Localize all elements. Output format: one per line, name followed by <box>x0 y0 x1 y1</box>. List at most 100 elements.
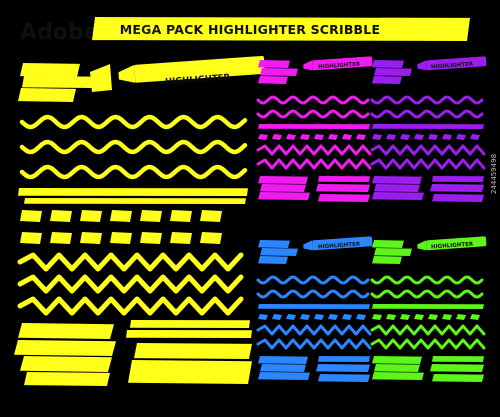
yellow-dash <box>110 210 132 222</box>
purple-block <box>374 184 420 192</box>
purple-straight-stroke <box>432 176 484 182</box>
magenta-dash <box>342 134 352 140</box>
purple-dash <box>470 134 480 140</box>
magenta-block <box>258 76 288 84</box>
yellow-dash <box>200 232 222 244</box>
magenta-block <box>258 192 310 200</box>
yellow-block <box>22 76 94 88</box>
yellow-wave-line <box>19 164 248 180</box>
blue-wave-line <box>256 275 370 285</box>
blue-dash <box>258 314 268 320</box>
yellow-zigzag-line <box>17 252 244 272</box>
yellow-straight-stroke <box>24 198 246 204</box>
yellow-zigzag-line <box>17 274 244 294</box>
blue-block <box>258 356 308 364</box>
green-dash <box>372 314 382 320</box>
yellow-dash <box>140 232 162 244</box>
green-marker-icon <box>417 236 487 251</box>
yellow-block <box>20 63 80 77</box>
magenta-straight-stroke <box>318 176 370 182</box>
green-block <box>372 256 402 264</box>
yellow-dash <box>200 210 222 222</box>
stock-id: 244459498 <box>489 153 498 195</box>
green-block <box>372 240 404 248</box>
blue-block <box>258 240 290 248</box>
purple-wave-line <box>370 95 484 105</box>
yellow-block <box>20 356 112 372</box>
magenta-dash <box>356 134 366 140</box>
green-block <box>432 374 484 382</box>
green-zigzag-line <box>370 324 486 336</box>
blue-dash <box>286 314 296 320</box>
yellow-dash <box>80 232 102 244</box>
yellow-block <box>90 64 112 92</box>
green-straight-stroke <box>432 356 484 362</box>
blue-block <box>260 248 298 256</box>
green-block <box>430 364 484 372</box>
yellow-block <box>24 372 110 386</box>
magenta-dash <box>328 134 338 140</box>
blue-dash <box>328 314 338 320</box>
blue-dash <box>314 314 324 320</box>
green-dash <box>456 314 466 320</box>
purple-dash <box>414 134 424 140</box>
yellow-dash <box>20 210 42 222</box>
yellow-zigzag-line <box>17 296 244 316</box>
magenta-zigzag-line <box>256 158 372 170</box>
purple-zigzag-line <box>370 158 486 170</box>
green-block <box>372 372 424 380</box>
green-wave-line <box>370 289 484 299</box>
yellow-dash <box>170 210 192 222</box>
blue-zigzag-line <box>256 324 372 336</box>
yellow-dash <box>80 210 102 222</box>
yellow-block <box>14 340 116 356</box>
yellow-block <box>18 323 114 339</box>
watermark: Adobe Stock <box>20 20 176 45</box>
green-dash <box>386 314 396 320</box>
green-zigzag-line <box>370 338 486 350</box>
blue-straight-stroke <box>258 304 370 309</box>
yellow-dash <box>50 232 72 244</box>
yellow-wave-line <box>19 114 248 130</box>
magenta-straight-stroke <box>258 124 370 129</box>
magenta-dash <box>272 134 282 140</box>
yellow-straight-stroke <box>126 330 252 338</box>
blue-block <box>316 364 370 372</box>
green-block <box>374 364 420 372</box>
green-dash <box>400 314 410 320</box>
purple-dash <box>442 134 452 140</box>
purple-block <box>372 76 402 84</box>
yellow-dash <box>140 210 162 222</box>
purple-straight-stroke <box>372 124 484 129</box>
magenta-wave-line <box>256 95 370 105</box>
yellow-dash <box>170 232 192 244</box>
purple-marker-icon <box>417 56 487 71</box>
green-dash <box>428 314 438 320</box>
blue-block <box>258 256 288 264</box>
magenta-block <box>258 60 290 68</box>
blue-block <box>260 364 306 372</box>
purple-wave-line <box>370 109 484 119</box>
blue-dash <box>300 314 310 320</box>
yellow-straight-stroke <box>18 188 248 196</box>
banner-title: MEGA PACK HIGHLIGHTER SCRIBBLE <box>119 22 381 37</box>
yellow-dash <box>20 232 42 244</box>
purple-zigzag-line <box>370 144 486 156</box>
magenta-block <box>318 194 370 202</box>
blue-dash <box>342 314 352 320</box>
magenta-dash <box>286 134 296 140</box>
yellow-dash <box>110 232 132 244</box>
magenta-block <box>258 176 308 184</box>
purple-dash <box>456 134 466 140</box>
yellow-straight-stroke <box>130 320 250 328</box>
green-dash <box>414 314 424 320</box>
magenta-wave-line <box>256 109 370 119</box>
yellow-block <box>134 343 252 359</box>
purple-block <box>374 68 412 76</box>
blue-zigzag-line <box>256 338 372 350</box>
yellow-marker-icon <box>118 55 265 83</box>
blue-block <box>258 372 310 380</box>
green-dash <box>442 314 452 320</box>
purple-dash <box>372 134 382 140</box>
